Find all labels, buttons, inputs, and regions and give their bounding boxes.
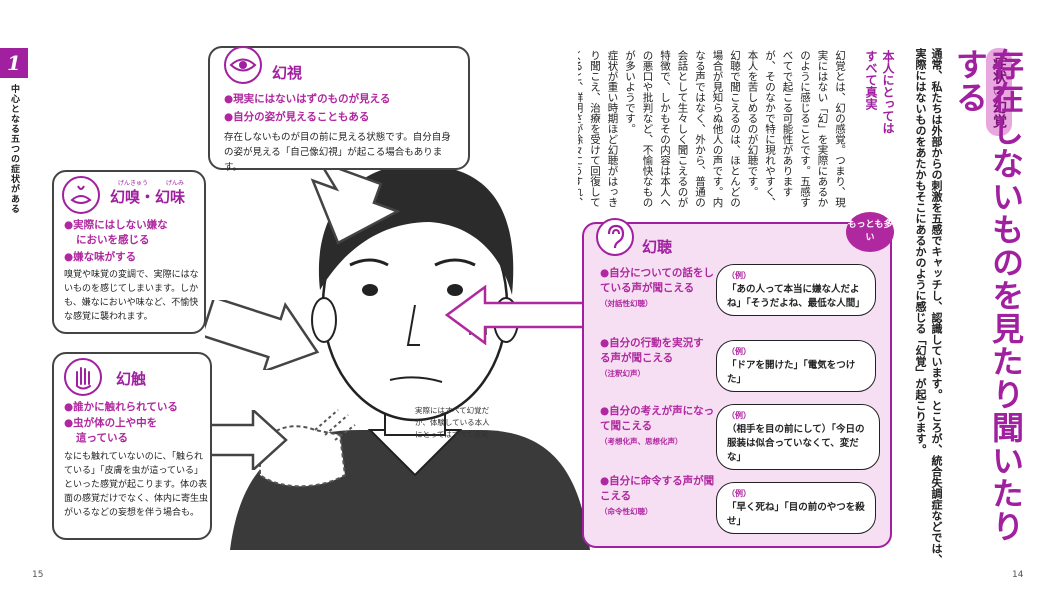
auditory-item-1: ●自分についての話をしている声が聞こえる （対話性幻聴） <box>600 266 720 311</box>
body-paragraph-3: 症状が重い時期ほど幻聴がはっきり聞こえ、治療を受けて回復してくると、鮮明さが徐々… <box>578 50 619 208</box>
smell-point-2: ●嫌な味がする <box>64 251 137 263</box>
arrow-auditory <box>445 285 590 345</box>
smell-ruby-2: げんみ <box>166 180 185 187</box>
auditory-item-3-text: ●自分の考えが声になって聞こえる <box>600 405 715 432</box>
example-text-1: 「あの人って本当に嫌な人だよね」「そうだよね、最低な人間」 <box>727 284 865 309</box>
person-illustration <box>230 164 590 550</box>
auditory-item-2-note: （注釈幻声） <box>600 369 645 378</box>
visual-point-1: ●現実にはないはずのものが見える <box>224 93 391 105</box>
auditory-item-2: ●自分の行動を実況する声が聞こえる （注釈幻声） <box>600 336 710 381</box>
auditory-item-3: ●自分の考えが声になって聞こえる （考想化声、思想化声） <box>600 404 716 449</box>
example-label-3: （例） <box>727 411 751 420</box>
example-text-4: 「早く死ね」「目の前のやつを殺せ」 <box>727 502 865 527</box>
page-number-left: 15 <box>32 570 44 580</box>
auditory-example-3: （例） （相手を目の前にして）「今日の服装は似合っていなくて、変だな」 <box>716 404 880 470</box>
page-number-right: 14 <box>1012 570 1024 580</box>
body-paragraph-1: 幻覚とは、幻の感覚。つまり、現実にはない「幻」を実際にあるかのように感じることで… <box>746 50 847 208</box>
smell-point-1: ●実際にはしない嫌な <box>64 219 168 231</box>
lead-line-2: 実際にはないものをあたかもそこにあるかのように感じる「幻覚」が起こります。 <box>914 48 927 455</box>
body-heading: 本人にとってはすべて真実 <box>864 50 895 134</box>
auditory-item-4-text: ●自分に命令する声が聞こえる <box>600 475 715 502</box>
auditory-title: 幻聴 <box>642 238 673 256</box>
section-badge: 症状②幻覚 <box>986 48 1012 136</box>
auditory-item-1-note: （対話性幻聴） <box>600 299 653 308</box>
smell-taste-box: げんきゅう げんみ 幻嗅・幻味 ●実際にはしない嫌な においを感じる ●嫌な味が… <box>52 170 206 334</box>
touch-title: 幻触 <box>116 370 147 388</box>
most-common-badge: もっとも多い <box>846 212 894 252</box>
figure-caption: 実際にはすべて幻覚だが、体験している本人にとってはすべて現実 <box>415 406 490 439</box>
lead-line-1: 通常、私たちは外部からの刺激を五感でキャッチし、認識しています。ところが、統合失… <box>930 48 943 565</box>
example-text-2: 「ドアを開けた」「電気をつけた」 <box>727 360 856 385</box>
visual-point-2: ●自分の姿が見えることもある <box>224 111 370 123</box>
arrow-visual <box>310 170 400 245</box>
touch-point-2: ●虫が体の上や中を <box>64 417 158 429</box>
smell-point-1b: においを感じる <box>76 234 150 246</box>
lips-nose-icon <box>62 176 100 214</box>
touch-point-2b: 這っている <box>76 432 128 444</box>
body-column: 幻覚とは、幻の感覚。つまり、現実にはない「幻」を実際にあるかのように感じることで… <box>578 50 848 210</box>
eye-icon <box>224 46 262 84</box>
auditory-example-2: （例） 「ドアを開けた」「電気をつけた」 <box>716 340 876 392</box>
example-label-2: （例） <box>727 347 751 356</box>
auditory-example-1: （例） 「あの人って本当に嫌な人だよね」「そうだよね、最低な人間」 <box>716 264 876 316</box>
touch-box: 幻触 ●誰かに触れられている ●虫が体の上や中を 這っている なにも触れていない… <box>52 352 212 540</box>
touch-point-1: ●誰かに触れられている <box>64 401 178 413</box>
chapter-label: 中心となる五つの症状がある <box>9 84 19 214</box>
auditory-item-2-text: ●自分の行動を実況する声が聞こえる <box>600 337 704 364</box>
arrow-touch <box>208 410 288 470</box>
touch-desc: なにも触れていないのに、「触られている」「皮膚を虫が這っている」といった感覚が起… <box>64 452 209 518</box>
page-title: 存在しないものを見たり聞いたりする <box>951 48 1025 543</box>
example-label-1: （例） <box>727 271 751 280</box>
auditory-example-4: （例） 「早く死ね」「目の前のやつを殺せ」 <box>716 482 876 534</box>
example-text-3: （相手を目の前にして）「今日の服装は似合っていなくて、変だな」 <box>727 424 865 463</box>
auditory-item-3-note: （考想化声、思想化声） <box>600 437 683 446</box>
auditory-item-4: ●自分に命令する声が聞こえる （命令性幻聴） <box>600 474 720 519</box>
auditory-box: 幻聴 もっとも多い ●自分についての話をしている声が聞こえる （対話性幻聴） （例… <box>582 212 894 548</box>
visual-title: 幻視 <box>272 64 303 82</box>
smell-title: 幻嗅・幻味 <box>110 188 186 206</box>
body-paragraph-2: 幻聴で聞こえるのは、ほとんどの場合が見知らぬ他人の声です。内なる声ではなく、外か… <box>624 50 741 208</box>
auditory-item-4-note: （命令性幻聴） <box>600 507 653 516</box>
smell-desc: 嗅覚や味覚の変調で、実際にはないものを感じてしまいます。しかも、嫌なにおいや味な… <box>64 270 199 322</box>
example-label-4: （例） <box>727 489 751 498</box>
auditory-item-1-text: ●自分についての話をしている声が聞こえる <box>600 267 714 294</box>
hand-icon <box>64 358 102 396</box>
visual-hallucination-box: 幻視 ●現実にはないはずのものが見える ●自分の姿が見えることもある 存在しない… <box>208 46 470 173</box>
visual-desc: 存在しないものが目の前に見える状態です。自分自身の姿が見える「自己像幻視」が起こ… <box>224 132 451 173</box>
arrow-smell <box>205 300 320 370</box>
smell-ruby-1: げんきゅう <box>118 180 149 187</box>
ear-icon <box>596 218 634 256</box>
chapter-tab: 1 <box>0 48 28 78</box>
